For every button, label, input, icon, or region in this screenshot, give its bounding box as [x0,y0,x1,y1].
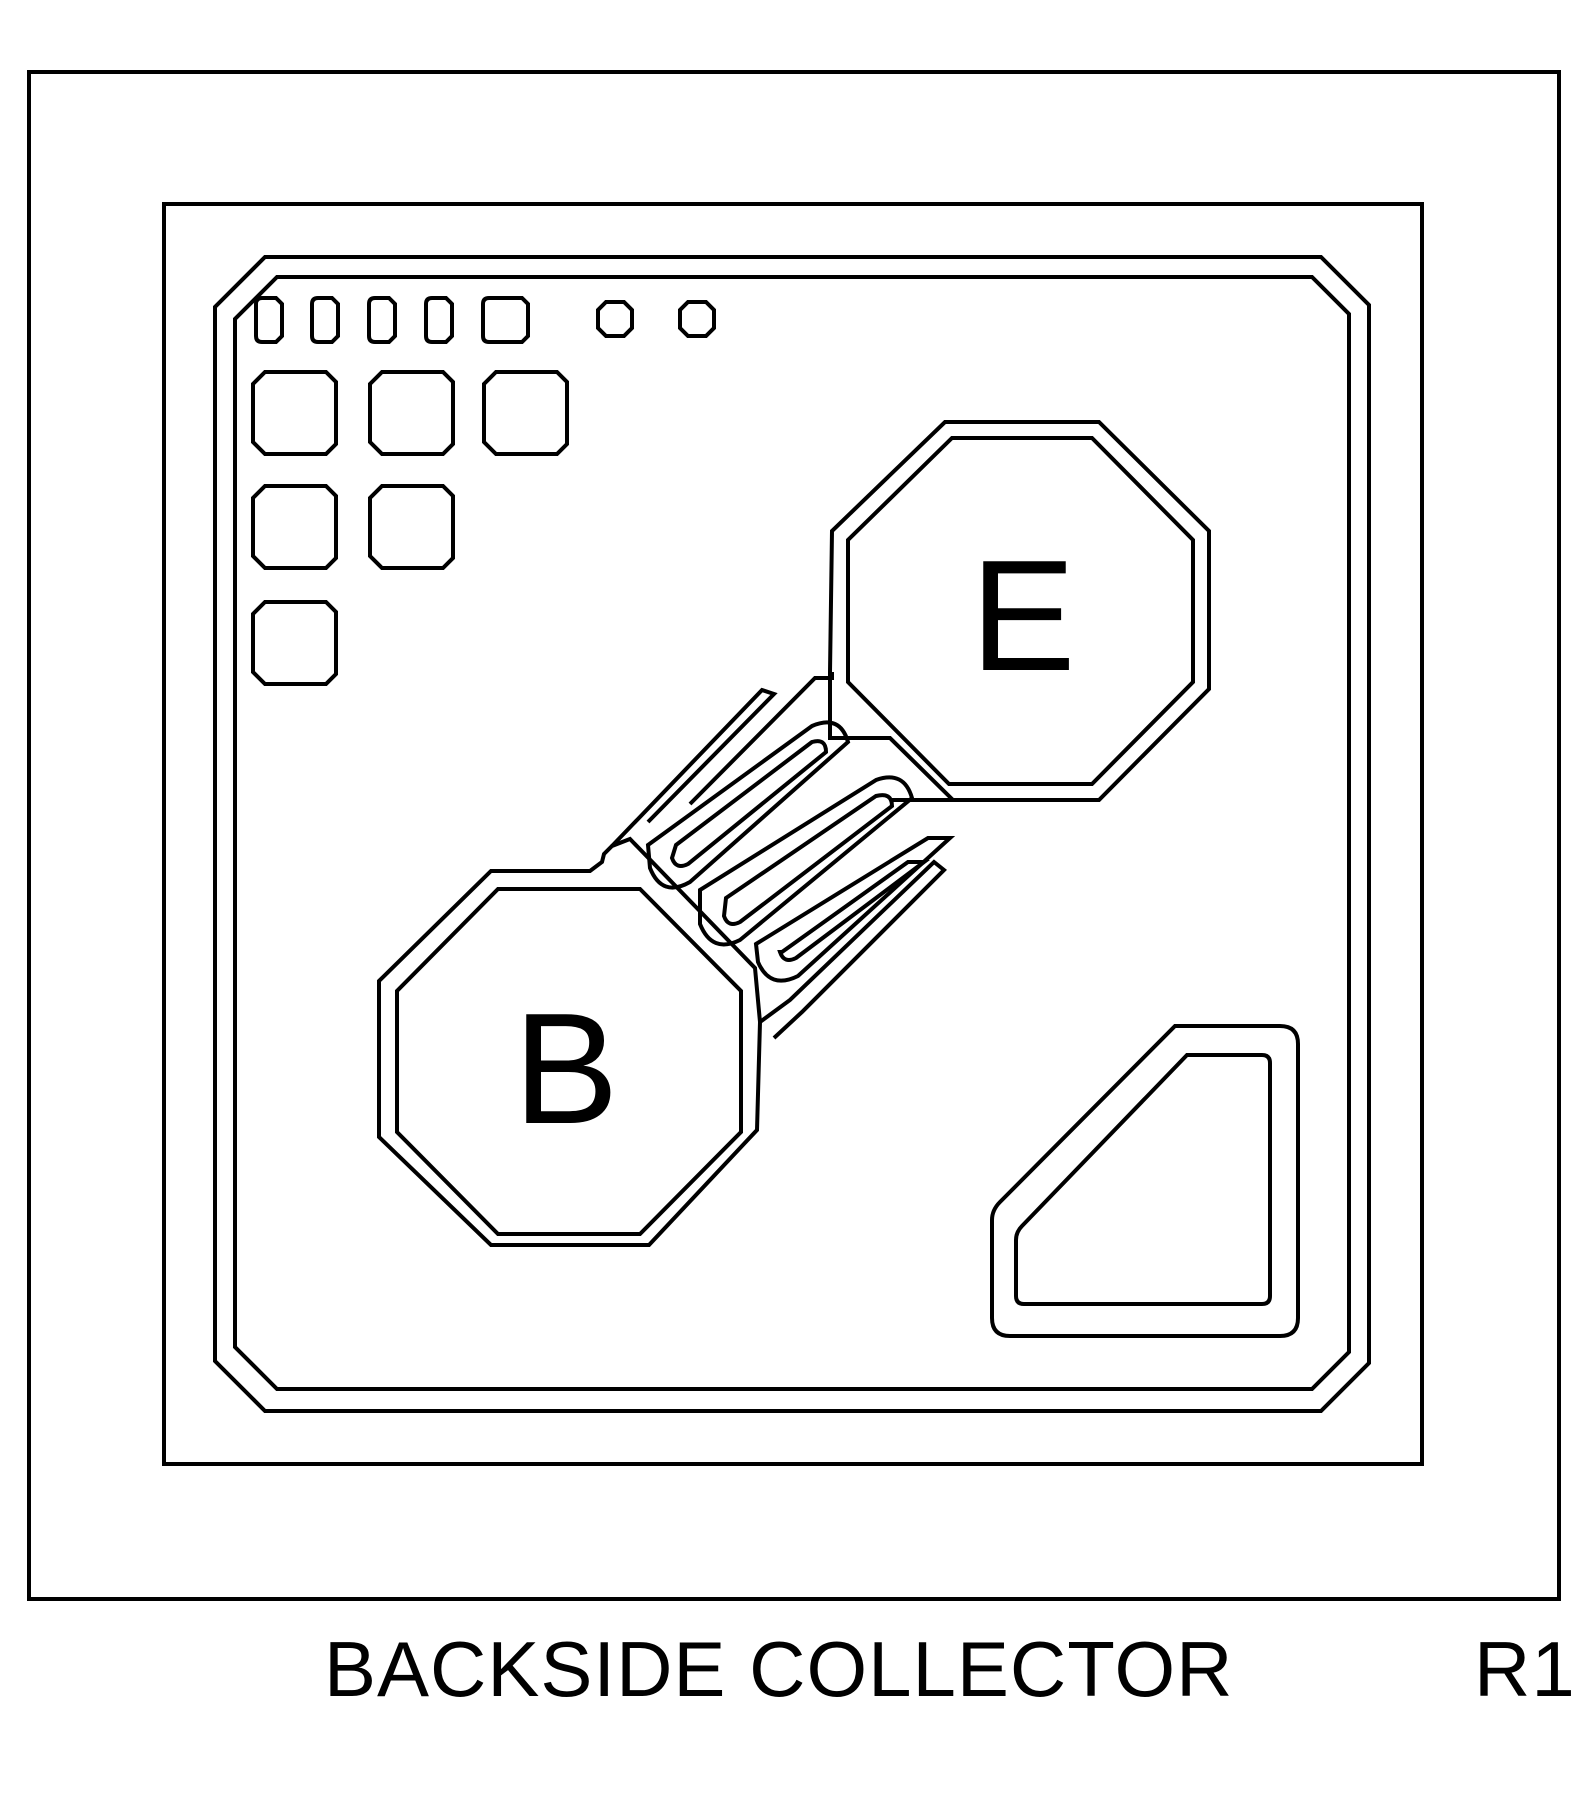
finger-loop-2 [698,775,915,947]
finger-loop-2-inner [721,793,895,926]
test-pad-small [254,296,284,344]
finger-loop-1 [645,720,851,890]
base-pad: B [377,836,763,1247]
test-pad-large [251,484,338,570]
test-structures [251,296,716,686]
test-pad-small [367,296,397,344]
test-pad-small [481,296,530,344]
emitter-label: E [970,528,1075,704]
interdigitated-fingers [610,672,956,1040]
finger-loop-1-inner [669,739,829,868]
emitter-pad-inner [846,436,1195,786]
metal-ring-outer [213,255,1371,1413]
die-edge [162,202,1424,1466]
corner-pad-inner [1014,1053,1272,1306]
test-pad-large [368,484,455,570]
corner-pad [990,1024,1300,1338]
finger-loop-3-inner [777,860,930,962]
base-pad-outer [377,836,763,1247]
emitter-pad: E [828,420,1211,802]
corner-pad-outer [990,1024,1300,1338]
metal-ring-inner [233,275,1351,1391]
test-pad-large [482,370,569,456]
test-pad-large [251,370,338,456]
base-label: B [513,981,618,1157]
revision-label: R1 [1474,1625,1576,1713]
metal-ring [213,255,1371,1413]
caption-backside-collector: BACKSIDE COLLECTOR [324,1625,1233,1713]
test-pad-small [310,296,340,344]
finger-lead-connector [688,672,834,806]
finger-lead-lower [758,859,947,1040]
test-pad-large [251,600,338,686]
test-pad-small [424,296,454,344]
test-pad-large [368,370,455,456]
outer-frame [27,70,1561,1601]
finger-loop-3 [753,836,956,983]
finger-lead-upper [610,687,778,848]
base-pad-inner [395,887,743,1236]
test-pad-tiny [678,300,716,338]
test-pad-tiny [596,300,634,338]
